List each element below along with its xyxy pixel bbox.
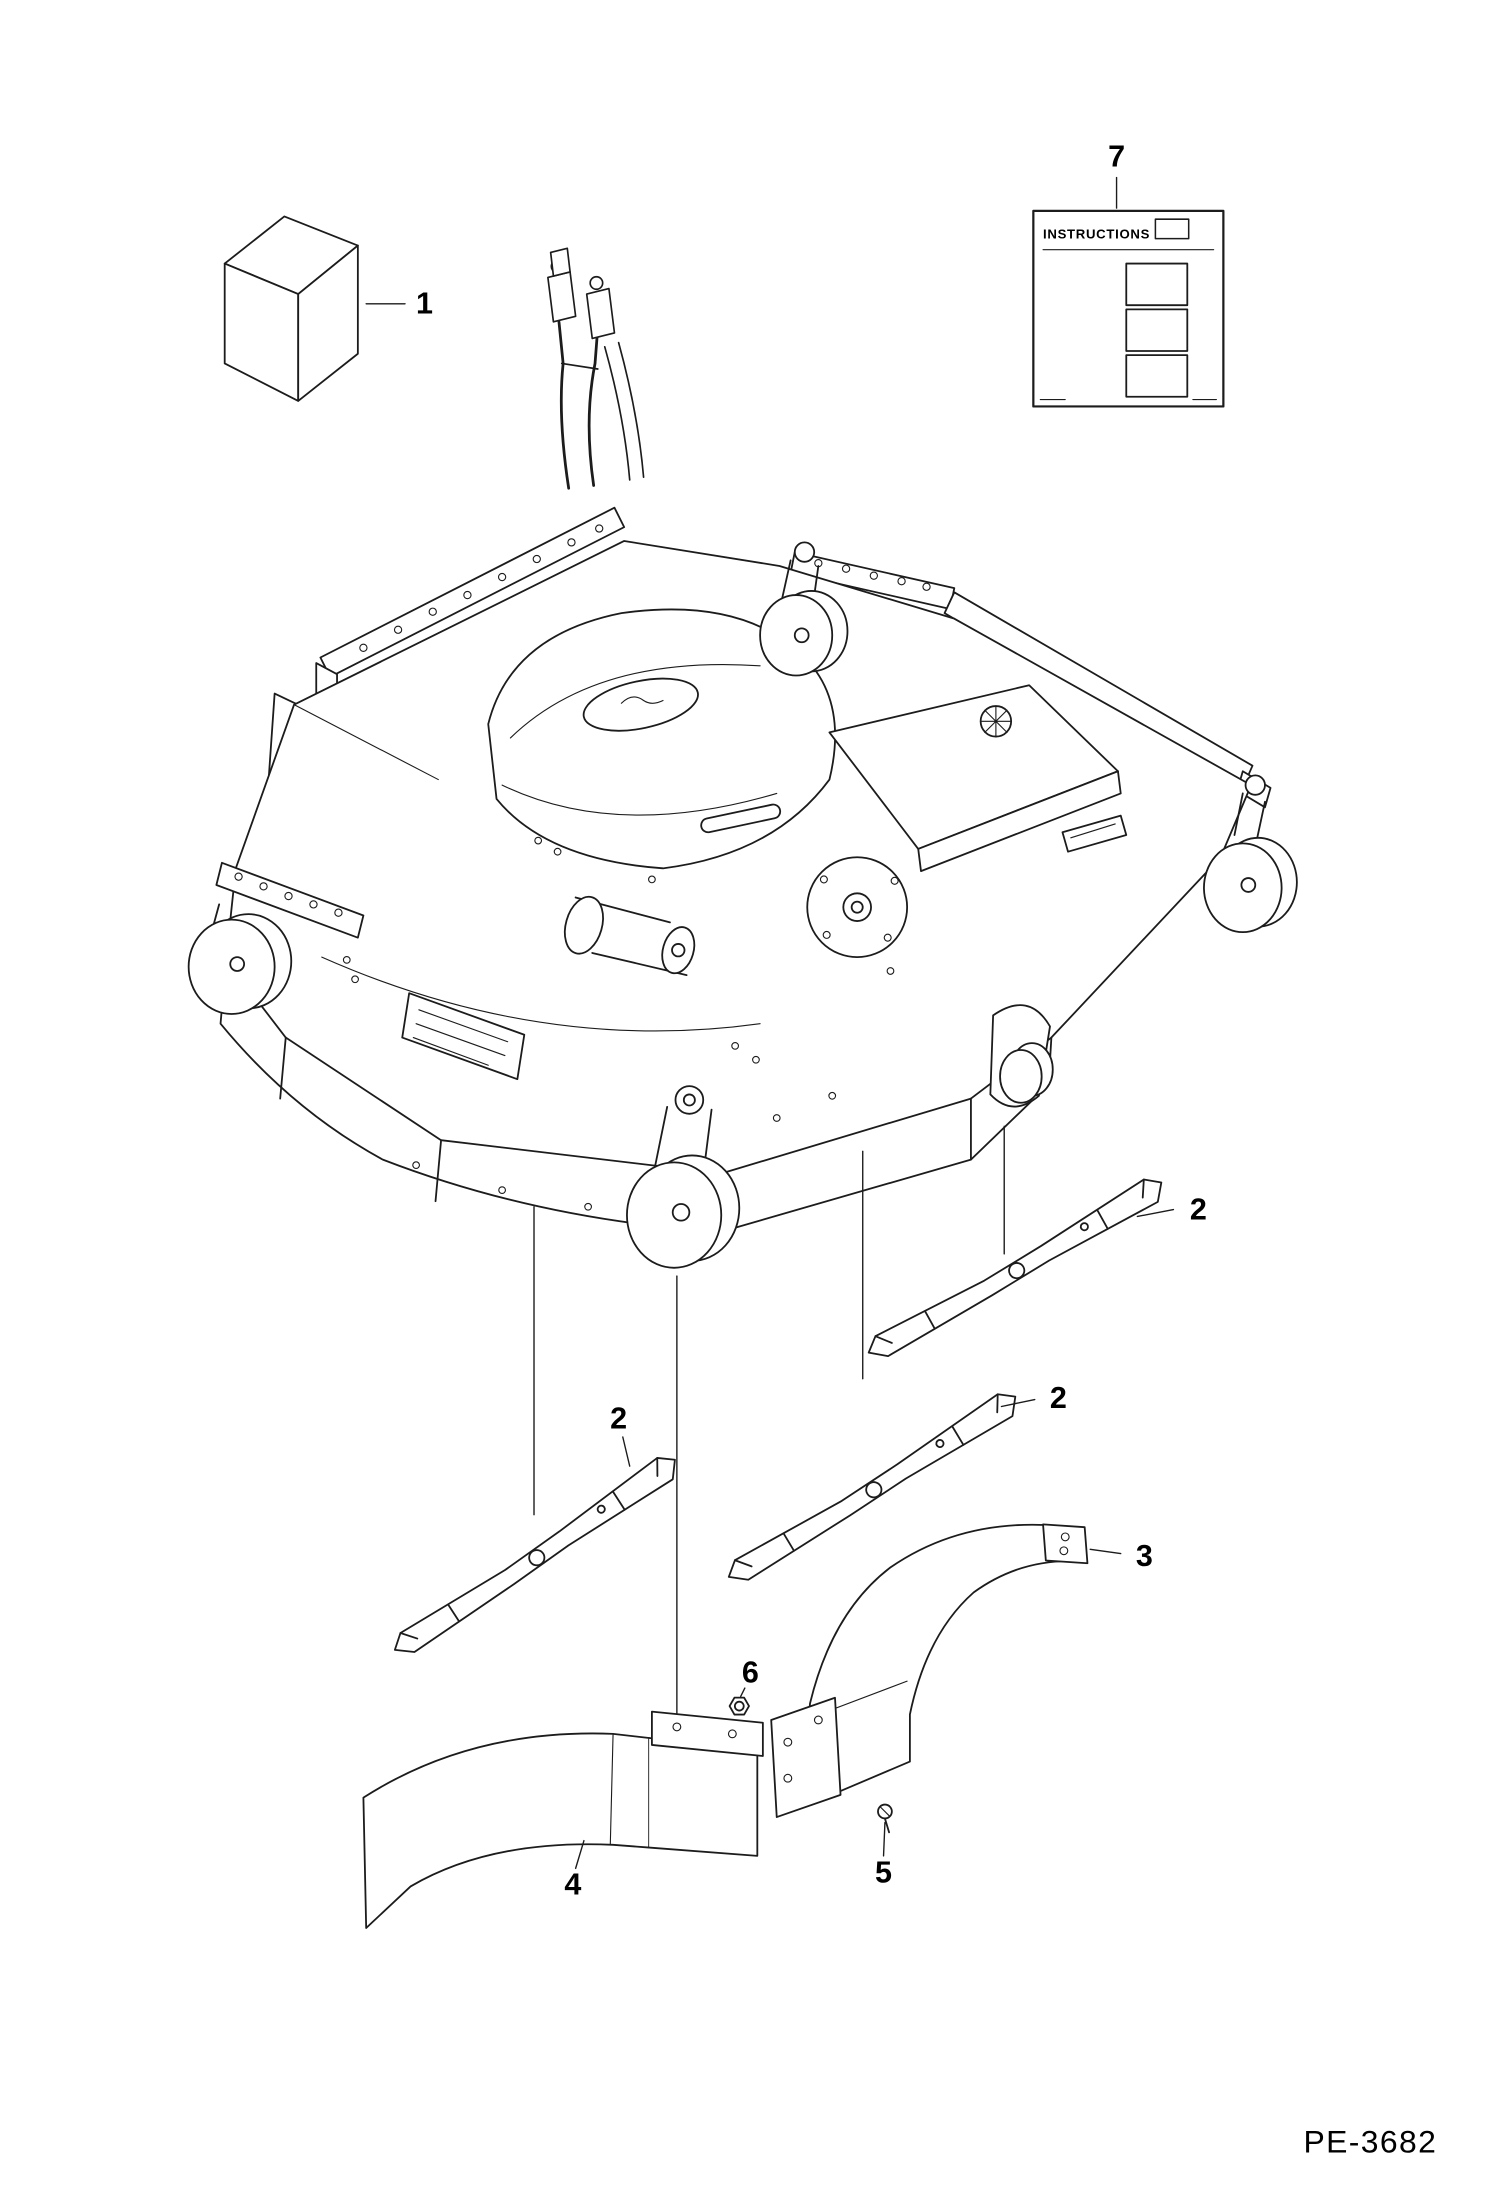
belt-shield	[828, 684, 1122, 873]
bolt	[877, 1803, 893, 1834]
leader-line-item4	[574, 1839, 585, 1870]
caster-wheel-right	[1203, 774, 1298, 934]
spindle-pulley	[806, 856, 909, 959]
mower-deck	[187, 247, 1298, 1269]
discharge-deflector-left	[362, 1696, 842, 1929]
deck-bolts	[342, 836, 895, 1211]
deflector-mount-plate	[770, 1696, 842, 1818]
leader-line-blade-middle	[1000, 1398, 1036, 1408]
instructions-sheet	[1032, 209, 1225, 408]
parts-box	[223, 215, 359, 402]
callout-1: 1	[416, 287, 433, 321]
caster-wheel-rear	[759, 541, 849, 677]
anti-scalp-roller	[989, 1004, 1054, 1108]
blade-left	[384, 1449, 687, 1662]
callout-2-right: 2	[1190, 1192, 1207, 1226]
serial-plate	[401, 992, 526, 1081]
brand-logo-icon	[620, 696, 664, 704]
deck-top-cover	[487, 608, 836, 870]
leader-line-item3	[1089, 1548, 1122, 1555]
leader-lines	[533, 1125, 1005, 1718]
drawing-number: PE-3682	[1303, 2124, 1437, 2160]
callout-2-middle: 2	[1050, 1381, 1067, 1415]
caster-wheel-front	[626, 1085, 741, 1269]
callout-2-left: 2	[610, 1402, 627, 1436]
callout-4: 4	[564, 1868, 581, 1902]
callout-6: 6	[742, 1656, 759, 1690]
callout-3: 3	[1136, 1539, 1153, 1573]
leader-line-blade-right	[1136, 1208, 1175, 1218]
deck-motor	[563, 895, 696, 977]
caster-wheel-left	[187, 903, 293, 1015]
leader-line-item5	[882, 1821, 886, 1857]
callout-5: 5	[875, 1855, 892, 1889]
leader-line-blade-left	[622, 1436, 631, 1467]
discharge-deflector-right	[800, 1523, 1089, 1802]
instructions-title: INSTRUCTIONS	[1043, 227, 1150, 242]
warning-label	[1061, 814, 1128, 853]
callout-7: 7	[1108, 139, 1125, 173]
leader-line-item6	[739, 1687, 746, 1698]
nut	[728, 1696, 750, 1716]
blade-right	[859, 1171, 1172, 1365]
hydraulic-hoses	[547, 247, 645, 490]
front-left-bar	[215, 861, 365, 939]
